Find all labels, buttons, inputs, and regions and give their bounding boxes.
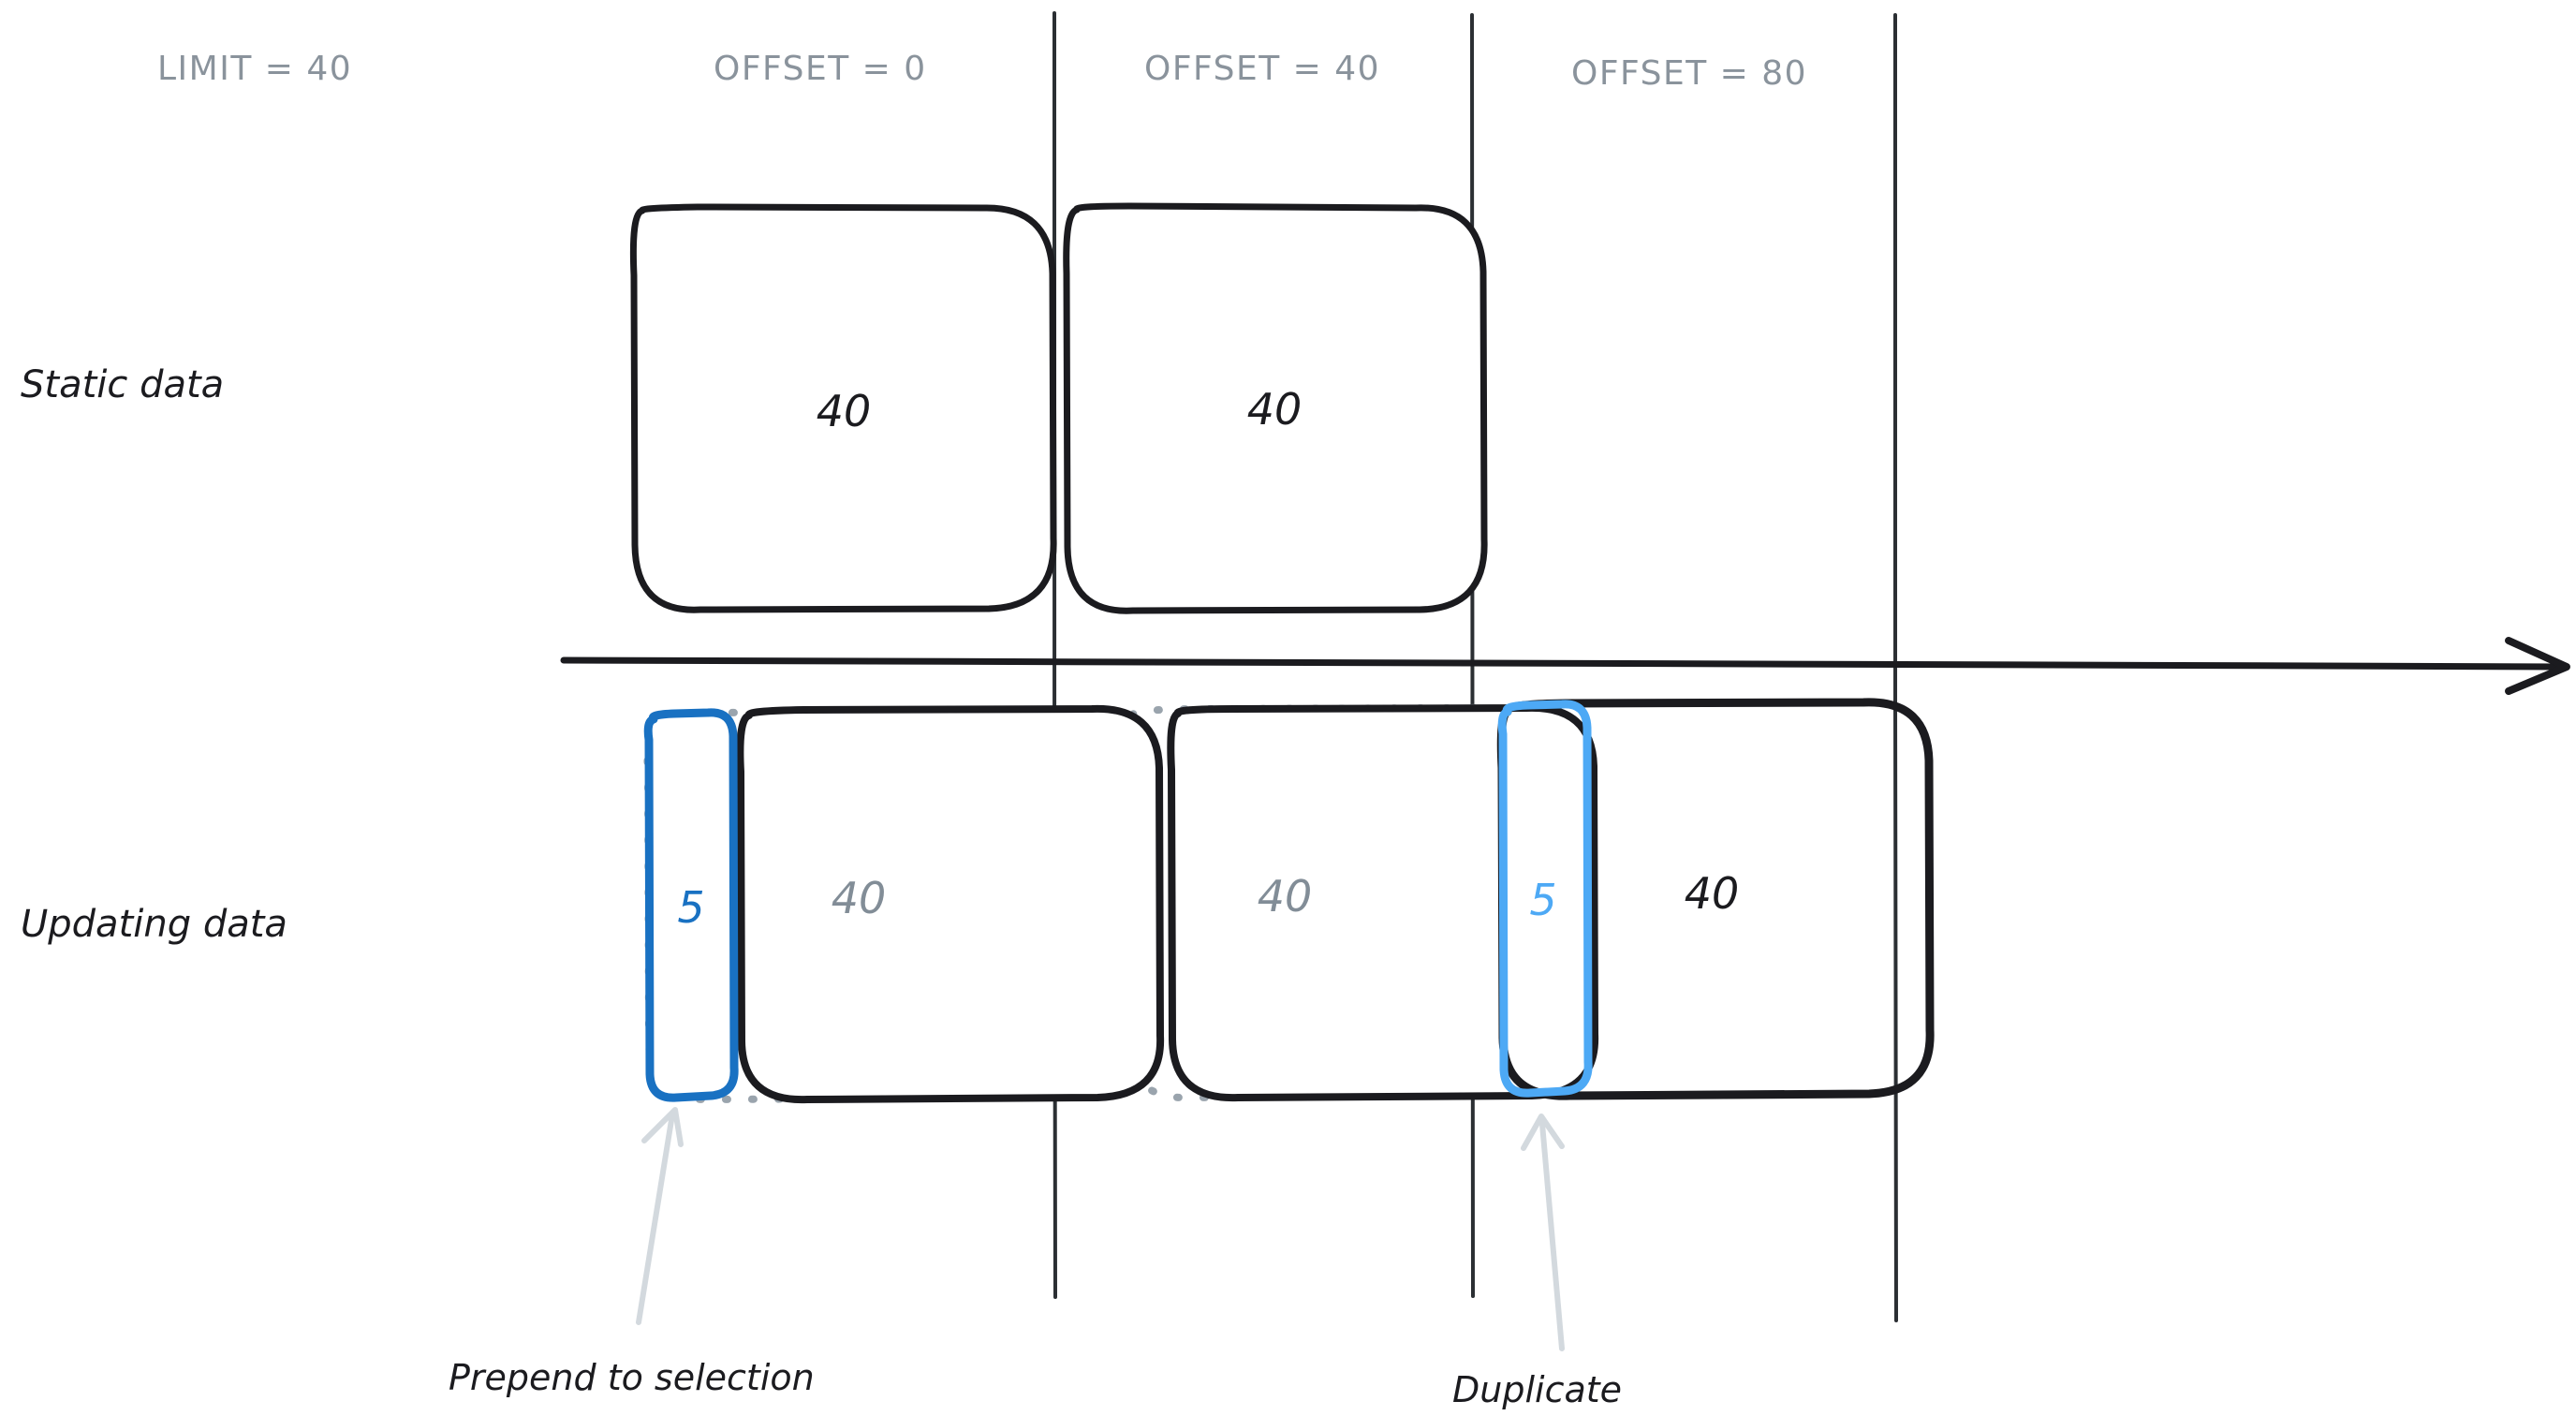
duplicated-rows-value: 5 — [1529, 875, 1556, 925]
duplicated-rows-box — [1497, 700, 1593, 1098]
updating-row-boxes — [736, 698, 1935, 1104]
column-header-offset-40: OFFSET = 40 — [1144, 50, 1380, 88]
annotation-prepend-label: Prepend to selection — [449, 1357, 815, 1398]
column-dividers — [1052, 11, 1898, 1322]
updating-page-1-box — [736, 704, 1165, 1104]
row-label-updating: Updating data — [21, 903, 287, 946]
prepend-callout-arrowhead — [641, 1107, 684, 1147]
prepend-callout-arrow — [636, 1107, 684, 1325]
column-header-limit: LIMIT = 40 — [157, 50, 352, 88]
static-block-values: 40 40 — [817, 384, 1303, 436]
row-label-static: Static data — [21, 363, 224, 406]
duplicate-callout-arrowhead — [1521, 1114, 1565, 1151]
prepended-rows-box — [643, 708, 739, 1102]
updating-page-3-value: 40 — [1685, 868, 1740, 919]
static-page-2-value: 40 — [1247, 384, 1303, 435]
prepended-rows-value: 5 — [677, 882, 704, 933]
timeline-axis-arrow — [560, 637, 2570, 695]
divider-offset-40 — [1470, 13, 1475, 1298]
static-page-1-value: 40 — [817, 386, 872, 436]
static-page-2-box — [1063, 202, 1488, 614]
static-page-1-box — [629, 203, 1057, 613]
updating-page-1-value: 40 — [832, 873, 887, 923]
duplicate-callout-arrow — [1521, 1114, 1565, 1351]
static-row-boxes — [629, 202, 1488, 614]
updating-block-values: 5 40 40 5 40 — [677, 868, 1739, 933]
highlight-slivers — [643, 700, 1593, 1102]
row-labels: Static data Updating data — [21, 363, 287, 946]
column-header-labels: LIMIT = 40 OFFSET = 0 OFFSET = 40 OFFSET… — [157, 50, 1807, 93]
divider-offset-0 — [1052, 11, 1057, 1299]
updating-page-2-value: 40 — [1258, 871, 1313, 922]
annotation-labels: Prepend to selection Duplicate — [449, 1357, 1622, 1410]
duplicate-callout-line — [1539, 1121, 1565, 1351]
callout-arrows — [636, 1107, 1565, 1351]
column-header-offset-80: OFFSET = 80 — [1571, 54, 1807, 93]
divider-offset-80 — [1892, 13, 1898, 1322]
column-header-offset-0: OFFSET = 0 — [714, 50, 927, 88]
timeline-axis-line — [560, 656, 2565, 671]
prepend-callout-line — [636, 1112, 675, 1325]
timeline-arrowhead — [2505, 637, 2570, 695]
annotation-duplicate-label: Duplicate — [1452, 1369, 1622, 1410]
